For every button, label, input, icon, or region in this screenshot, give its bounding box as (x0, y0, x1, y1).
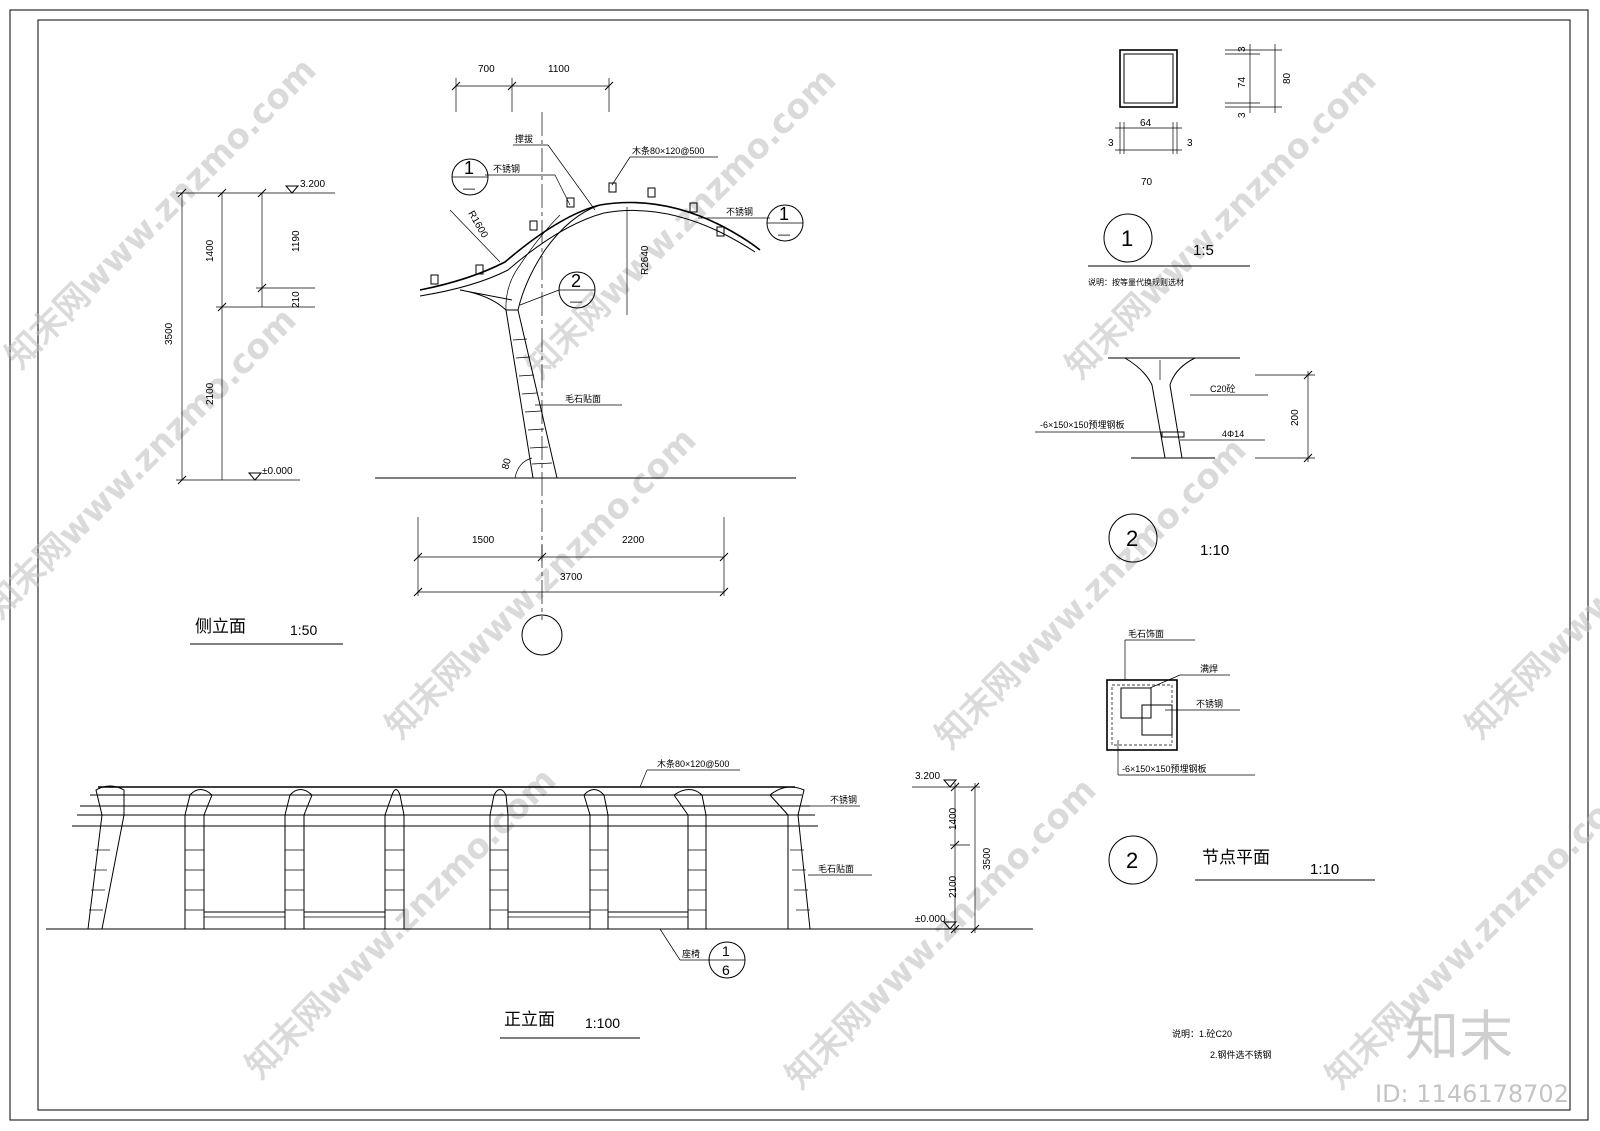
level-3200: 3.200 (300, 179, 325, 190)
front-scale: 1:100 (585, 1015, 620, 1031)
watermark: 知末网www.znzmo.com (238, 760, 564, 1086)
front-dim-1400: 1400 (948, 807, 959, 830)
svg-text:—: — (570, 294, 582, 308)
angle-80: 80 (500, 457, 514, 471)
np-bubble (1108, 835, 1158, 885)
d2-num: 2 (1126, 526, 1138, 551)
np-scale: 1:10 (1310, 861, 1339, 878)
d2-scale: 1:10 (1200, 542, 1229, 559)
d2-label-plate: -6×150×150预埋钢板 (1040, 419, 1125, 430)
front-level-3200: 3.200 (915, 771, 940, 782)
note-1: 说明：1.砼C20 (1172, 1028, 1232, 1039)
side-title: 侧立面 (195, 617, 246, 636)
front-label-stone: 毛石贴面 (818, 863, 854, 874)
dim-3500: 3500 (164, 322, 175, 345)
note-2: 2.钢件选不锈钢 (1210, 1049, 1272, 1060)
svg-text:1: 1 (464, 158, 474, 178)
d2-bubble (1108, 513, 1158, 563)
dim-700: 700 (478, 64, 495, 75)
axis-bubble (521, 614, 563, 656)
d2-label-concrete: C20砼 (1210, 383, 1236, 394)
dim-1100: 1100 (548, 64, 570, 75)
watermarks: 知末网www.znzmo.com 知末网www.znzmo.com 知末网www… (0, 50, 1600, 1096)
d1-num: 1 (1121, 226, 1133, 251)
callout-bubble: 1 — (451, 158, 489, 196)
outer-frame (9, 9, 1589, 1121)
np-label-stone: 毛石饰面 (1128, 628, 1164, 639)
label-stone: 毛石贴面 (565, 393, 601, 404)
brand-id: ID: 1146178702 (1375, 1080, 1569, 1108)
brand-logo: 知末 (1405, 1005, 1513, 1068)
label-timber: 木条80×120@500 (632, 145, 704, 156)
callout-bubble: 1 6 (708, 941, 746, 979)
d1-bubble (1103, 213, 1153, 263)
node-plan: 毛石饰面 满焊 不锈钢 -6×150×150预埋钢板 2 节点平面 1:10 (1106, 628, 1375, 885)
dim-210: 210 (291, 291, 302, 308)
svg-text:1: 1 (779, 204, 789, 224)
watermark: 知末网www.znzmo.com (378, 420, 704, 746)
svg-text:6: 6 (722, 962, 730, 978)
np-label-plate: -6×150×150预埋钢板 (1122, 763, 1207, 774)
d2-dim-200: 200 (1290, 409, 1301, 426)
d1-scale: 1:5 (1193, 242, 1214, 259)
dim-1500: 1500 (472, 535, 495, 546)
d1-dim-3c: 3 (1237, 46, 1248, 52)
dim-1400: 1400 (205, 239, 216, 262)
d1-dim-70: 70 (1141, 177, 1153, 188)
detail-1: 64 3 3 70 3 74 3 80 1 1:5 说明：按等量代换规则选材 (1088, 44, 1293, 287)
d1-dim-3d: 3 (1237, 112, 1248, 118)
side-scale: 1:50 (290, 622, 317, 638)
svg-text:2: 2 (571, 271, 581, 291)
d1-dim-64: 64 (1140, 118, 1152, 129)
watermark: 知末网www.znzmo.com (1458, 420, 1600, 746)
front-columns (87, 785, 811, 930)
front-label-timber: 木条80×120@500 (657, 758, 729, 769)
svg-text:—: — (463, 181, 475, 195)
watermark: 知末网www.znzmo.com (1058, 60, 1384, 386)
dim-2100: 2100 (205, 382, 216, 405)
inner-frame (37, 19, 1571, 1111)
callout-bubble: 2 — (519, 271, 596, 309)
label-brace: 撑拔 (515, 133, 533, 144)
d1-dim-80: 80 (1282, 72, 1293, 84)
radius-2640: R2640 (640, 245, 651, 275)
d1-dim-3a: 3 (1108, 138, 1114, 149)
front-dim-3500: 3500 (982, 847, 993, 870)
np-label-steel: 不锈钢 (1196, 698, 1223, 709)
front-dim-2100: 2100 (948, 875, 959, 898)
label-steel-2: 不锈钢 (726, 206, 753, 217)
dim-1190: 1190 (291, 230, 302, 252)
column-side (505, 309, 558, 479)
d2-label-rebar: 4Φ14 (1222, 429, 1244, 439)
svg-text:1: 1 (722, 943, 730, 959)
front-label-steel: 不锈钢 (830, 794, 857, 805)
arch-beam (419, 204, 601, 291)
label-steel-1: 不锈钢 (493, 163, 520, 174)
front-level-0000: ±0.000 (915, 914, 946, 925)
callout-bubble: 1 — (766, 204, 804, 242)
front-elevation: 木条80×120@500 不锈钢 毛石贴面 座椅 1 6 1400 2100 3… (46, 758, 1033, 1039)
np-num: 2 (1126, 848, 1138, 873)
d1-dim-74: 74 (1237, 76, 1248, 88)
d1-dim-3b: 3 (1187, 138, 1193, 149)
detail-2: C20砼 -6×150×150预埋钢板 4Φ14 200 2 1:10 (1035, 357, 1315, 563)
radius-1600: R1600 (465, 209, 489, 240)
benches (203, 911, 689, 930)
watermark: 知末网www.znzmo.com (778, 770, 1104, 1096)
np-label-weld: 满焊 (1200, 663, 1218, 674)
level-0000: ±0.000 (262, 466, 293, 477)
d1-note: 说明：按等量代换规则选材 (1088, 277, 1184, 287)
dim-2200: 2200 (622, 535, 645, 546)
svg-text:—: — (778, 227, 790, 241)
np-title: 节点平面 (1202, 848, 1270, 867)
front-title: 正立面 (504, 1010, 555, 1029)
dim-3700: 3700 (560, 572, 583, 583)
front-label-bench: 座椅 (682, 948, 700, 959)
